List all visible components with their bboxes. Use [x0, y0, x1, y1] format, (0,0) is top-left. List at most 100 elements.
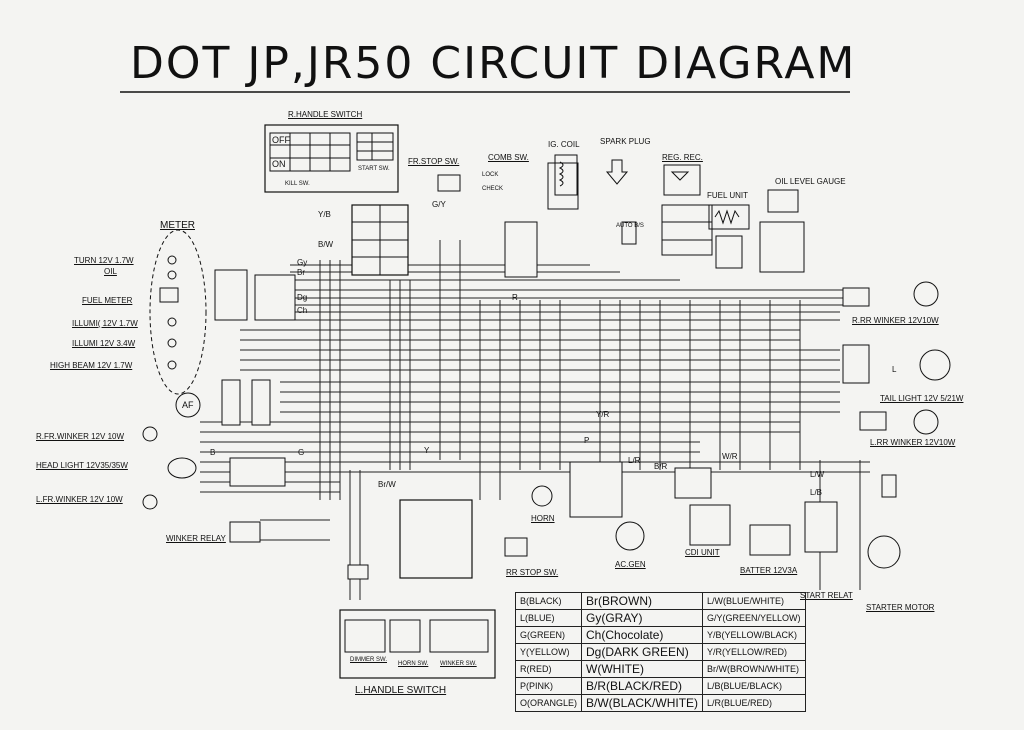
tail-light-bulb	[919, 349, 951, 381]
head-light-bulb	[167, 457, 197, 479]
wire-harness	[200, 240, 870, 600]
meter-label: METER	[160, 220, 195, 231]
l-handle-switch	[339, 609, 496, 679]
wire-code: L	[892, 365, 897, 374]
legend-cell: Gy(GRAY)	[581, 609, 704, 627]
ac-gen-body	[615, 521, 645, 551]
battery-label: BATTER 12V3A	[740, 566, 798, 575]
legend-cell: G(GREEN)	[514, 626, 583, 644]
l-fr-winker-bulb	[142, 494, 158, 510]
legend-cell: B/R(BLACK/RED)	[581, 677, 704, 695]
l-rr-winker-bulb	[913, 409, 939, 435]
rr-stop-sw-label: RR STOP SW.	[506, 568, 559, 577]
kill-sw-label: KILL SW.	[285, 181, 310, 187]
af-gauge	[175, 392, 201, 418]
tail-light-label: TAIL LIGHT 12V 5/21W	[880, 394, 964, 403]
legend-cell: Br(BROWN)	[581, 592, 704, 610]
wire-code: Br/W	[378, 480, 396, 489]
wire-code: Y/B	[318, 210, 331, 219]
legend-row: B(BLACK)Br(BROWN)L/W(BLUE/WHITE)	[514, 592, 806, 610]
legend-cell: W(WHITE)	[581, 660, 704, 678]
page-title: DOT JP,JR50 CIRCUIT DIAGRAM	[130, 38, 857, 89]
turn-label: TURN 12V 1.7W	[74, 256, 134, 265]
legend-row: L(BLUE)Gy(GRAY)G/Y(GREEN/YELLOW)	[514, 609, 806, 627]
legend-cell: Dg(DARK GREEN)	[581, 643, 704, 661]
wire-color-legend: B(BLACK)Br(BROWN)L/W(BLUE/WHITE)L(BLUE)G…	[514, 592, 806, 712]
ig-coil-label: IG. COIL	[548, 140, 580, 149]
r-rr-winker-label: R.RR WINKER 12V10W	[852, 316, 939, 325]
l-handle-switch-label: L.HANDLE SWITCH	[355, 685, 447, 696]
legend-cell: L/W(BLUE/WHITE)	[702, 592, 806, 610]
rhs-state-off: OFF	[272, 135, 290, 145]
fr-stop-sw-label: FR.STOP SW.	[408, 157, 460, 166]
oil-level-gauge-label: OIL LEVEL GAUGE	[775, 177, 846, 186]
horn-sw-label: HORN SW.	[398, 661, 429, 667]
high-beam-label: HIGH BEAM 12V 1.7W	[50, 361, 133, 370]
wire-code: G	[298, 448, 305, 457]
fuel-unit-label: FUEL UNIT	[707, 191, 749, 200]
wire-code: P	[584, 436, 590, 445]
r-handle-switch-label: R.HANDLE SWITCH	[288, 110, 363, 119]
af-label: AF	[182, 400, 194, 410]
legend-cell: Ch(Chocolate)	[581, 626, 704, 644]
legend-cell: O(ORANGLE)	[514, 694, 583, 712]
horn-label: HORN	[531, 514, 555, 523]
legend-row: Y(YELLOW)Dg(DARK GREEN)Y/R(YELLOW/RED)	[514, 643, 806, 661]
wire-code: W/R	[722, 452, 738, 461]
r-rr-winker-bulb	[913, 281, 939, 307]
legend-cell: B(BLACK)	[514, 592, 583, 610]
legend-cell: G/Y(GREEN/YELLOW)	[702, 609, 806, 627]
r-handle-switch	[264, 124, 399, 193]
head-light-label: HEAD LIGHT 12V35/35W	[36, 461, 128, 470]
l-rr-winker-label: L.RR WINKER 12V10W	[870, 438, 956, 447]
wire-code: B	[210, 448, 216, 457]
oil-label: OIL	[104, 267, 117, 276]
wire-code: B/W	[318, 240, 334, 249]
fuel-meter-label: FUEL METER	[82, 296, 133, 305]
r-fr-winker-label: R.FR.WINKER 12V 10W	[36, 432, 125, 441]
cdi-unit-label: CDI UNIT	[685, 548, 720, 557]
wire-code: R	[512, 293, 518, 302]
wire-code: L/B	[810, 488, 823, 497]
lamps	[142, 281, 951, 569]
start-sw-label: START SW.	[358, 166, 390, 172]
r-fr-winker-bulb	[142, 426, 158, 442]
legend-row: P(PINK)B/R(BLACK/RED)L/B(BLUE/BLACK)	[514, 677, 806, 695]
starter-motor-label: STARTER MOTOR	[866, 603, 935, 612]
illumi2-label: ILLUMI 12V 3.4W	[72, 339, 136, 348]
wire-code: L/W	[810, 470, 825, 479]
winker-sw-label: WINKER SW.	[440, 661, 477, 667]
meter	[149, 229, 207, 395]
wire-code: Y/R	[596, 410, 610, 419]
wire-code: B/R	[654, 462, 668, 471]
legend-cell: L/R(BLUE/RED)	[702, 694, 806, 712]
illumi1-label: ILLUMI( 12V 1.7W	[72, 319, 138, 328]
comb-sw-lock: LOCK	[482, 172, 499, 178]
legend-cell: B/W(BLACK/WHITE)	[581, 694, 704, 712]
legend-cell: Y/B(YELLOW/BLACK)	[702, 626, 806, 644]
connector-blocks	[214, 162, 887, 580]
legend-row: R(RED)W(WHITE)Br/W(BROWN/WHITE)	[514, 660, 806, 678]
spark-plug-label: SPARK PLUG	[600, 137, 651, 146]
wire-code: Gy	[297, 258, 308, 267]
starter-motor-body	[867, 535, 901, 569]
legend-row: G(GREEN)Ch(Chocolate)Y/B(YELLOW/BLACK)	[514, 626, 806, 644]
ignition-symbols	[437, 154, 897, 498]
start-relay-label: START RELAT	[800, 591, 853, 600]
horn-body	[531, 485, 553, 507]
wire-code: Dg	[297, 293, 308, 302]
ac-gen-label: AC.GEN	[615, 560, 646, 569]
wire-code: Br	[297, 268, 305, 277]
wire-code: Ch	[297, 306, 308, 315]
comb-sw-label: COMB SW.	[488, 153, 529, 162]
legend-cell: P(PINK)	[514, 677, 583, 695]
legend-cell: Br/W(BROWN/WHITE)	[702, 660, 806, 678]
dimmer-sw-label: DIMMER SW.	[350, 657, 387, 663]
l-fr-winker-label: L.FR.WINKER 12V 10W	[36, 495, 123, 504]
wire-code: L/R	[628, 456, 641, 465]
wire-code: Y	[424, 446, 430, 455]
reg-rec-label: REG. REC.	[662, 153, 703, 162]
legend-cell: R(RED)	[514, 660, 583, 678]
legend-cell: L/B(BLUE/BLACK)	[702, 677, 806, 695]
